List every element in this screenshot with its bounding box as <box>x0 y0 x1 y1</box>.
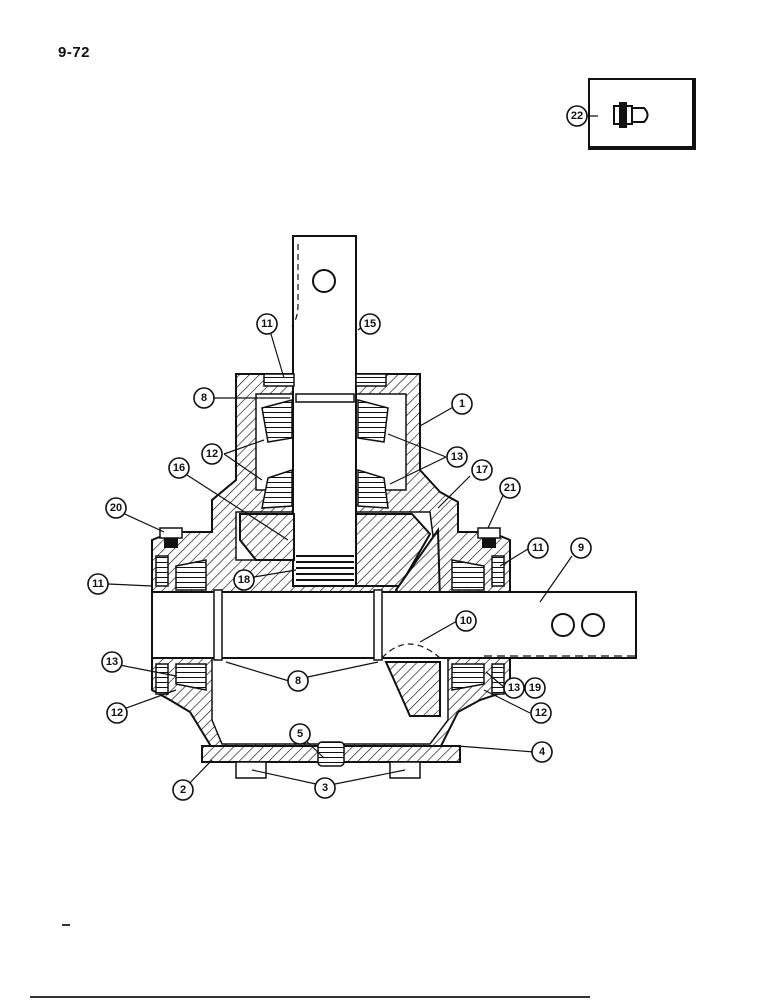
bottom-rule <box>30 996 590 998</box>
callout-1: 1 <box>451 393 473 415</box>
callout-21-label: 21 <box>504 482 516 494</box>
callout-8-label: 8 <box>201 392 207 404</box>
callout-12-label: 12 <box>111 707 123 719</box>
callout-12: 12 <box>106 702 128 724</box>
callout-11-label: 11 <box>92 578 104 590</box>
callout-13: 13 <box>503 677 525 699</box>
callout-1-label: 1 <box>459 398 465 410</box>
callout-11-label: 11 <box>261 318 273 330</box>
callout-5: 5 <box>289 723 311 745</box>
callout-9: 9 <box>570 537 592 559</box>
page-number: 9-72 <box>58 44 91 61</box>
callout-19-label: 19 <box>529 682 541 694</box>
callout-8: 8 <box>193 387 215 409</box>
output-shaft <box>151 589 637 661</box>
callout-13-label: 13 <box>451 451 463 463</box>
callout-18: 18 <box>233 569 255 591</box>
callout-8: 8 <box>287 670 309 692</box>
margin-mark <box>62 924 70 926</box>
callout-20: 20 <box>105 497 127 519</box>
bottom-cover-plate <box>201 741 461 779</box>
callout-2-label: 2 <box>180 784 186 796</box>
callout-3: 3 <box>314 777 336 799</box>
callout-21: 21 <box>499 477 521 499</box>
input-shaft <box>291 235 357 587</box>
callout-13: 13 <box>101 651 123 673</box>
callout-11-label: 11 <box>532 542 544 554</box>
callout-19: 19 <box>524 677 546 699</box>
callout-13: 13 <box>446 446 468 468</box>
callout-10-label: 10 <box>460 615 472 627</box>
callout-12: 12 <box>530 702 552 724</box>
callout-3-label: 3 <box>322 782 328 794</box>
callout-15-label: 15 <box>364 318 376 330</box>
callout-12-label: 12 <box>535 707 547 719</box>
callout-2: 2 <box>172 779 194 801</box>
callout-22: 22 <box>566 105 588 127</box>
side-bearings <box>155 555 505 695</box>
callout-13-label: 13 <box>106 656 118 668</box>
callout-17: 17 <box>471 459 493 481</box>
callout-18-label: 18 <box>238 574 250 586</box>
callout-16: 16 <box>168 457 190 479</box>
callout-15: 15 <box>359 313 381 335</box>
callout-11: 11 <box>87 573 109 595</box>
grease-fittings <box>159 527 501 548</box>
callout-12: 12 <box>201 443 223 465</box>
callout-13-label: 13 <box>508 682 520 694</box>
callout-11: 11 <box>527 537 549 559</box>
grease-fitting-icon <box>613 102 649 128</box>
callout-4-label: 4 <box>539 746 546 758</box>
callout-5-label: 5 <box>297 728 303 740</box>
callout-8-label: 8 <box>295 675 301 687</box>
callout-10: 10 <box>455 610 477 632</box>
callout-11: 11 <box>256 313 278 335</box>
callout-17-label: 17 <box>476 464 488 476</box>
upper-bearings <box>261 373 389 509</box>
callout-16-label: 16 <box>173 462 185 474</box>
callout-22-label: 22 <box>571 110 583 122</box>
callout-20-label: 20 <box>110 502 122 514</box>
callout-12-label: 12 <box>206 448 218 460</box>
callout-9-label: 9 <box>578 542 584 554</box>
callout-4: 4 <box>531 741 553 763</box>
